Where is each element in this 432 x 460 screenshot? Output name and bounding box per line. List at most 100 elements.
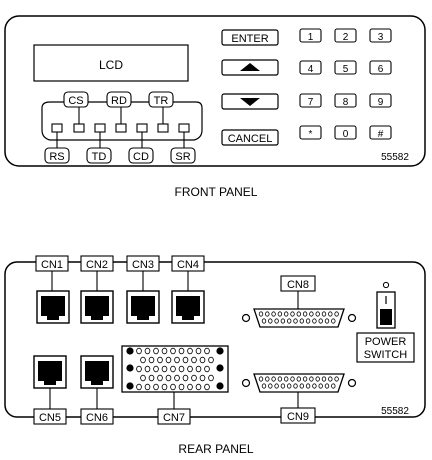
connector-pin xyxy=(296,311,301,317)
key-7[interactable]: 7 xyxy=(299,93,322,108)
connector-pin xyxy=(178,347,185,355)
connector-pin xyxy=(161,347,168,355)
connector-pin xyxy=(157,374,163,382)
led-row xyxy=(51,123,190,133)
indicator-housing xyxy=(41,101,203,141)
connector-pin xyxy=(261,318,267,324)
connector-pin xyxy=(284,376,289,382)
connector-pin xyxy=(268,318,273,324)
down-arrow-icon xyxy=(240,98,260,106)
connector-pin xyxy=(271,376,276,382)
connector-pin xyxy=(258,376,264,382)
led-cd xyxy=(136,123,148,133)
front-panel: LCD CS RD TR xyxy=(4,15,426,167)
indicator-sr-callout: SR xyxy=(170,132,196,164)
connector-pin xyxy=(161,365,168,373)
connector-pin xyxy=(182,356,189,364)
connector-pin xyxy=(315,376,320,382)
indicator-tr-label: TR xyxy=(154,95,169,107)
connector-pin xyxy=(178,365,185,373)
cancel-button[interactable]: CANCEL xyxy=(221,129,279,146)
indicator-cs-callout: CS xyxy=(63,91,89,124)
rear-part-number: 55582 xyxy=(381,406,409,417)
key-0[interactable]: 0 xyxy=(334,125,357,140)
dsub-connector-cn8 xyxy=(241,308,357,328)
connector-pin xyxy=(331,318,336,324)
connector-pin xyxy=(274,318,279,324)
enter-button[interactable]: ENTER xyxy=(221,29,279,46)
up-button[interactable] xyxy=(221,59,279,76)
connector-pin xyxy=(280,383,286,389)
connector-pin xyxy=(328,311,333,317)
rj-port-cn5 xyxy=(33,355,67,389)
key-9-label: 9 xyxy=(378,97,384,108)
key-6[interactable]: 6 xyxy=(369,60,392,75)
connector-pin xyxy=(174,356,180,364)
cn7-callout: CN7 xyxy=(157,392,191,425)
rj-port-cn1 xyxy=(36,290,70,324)
power-switch[interactable] xyxy=(376,281,396,329)
connector-pin xyxy=(290,376,295,382)
connector-pin xyxy=(305,383,311,389)
led-rd xyxy=(115,123,127,133)
connector-pin xyxy=(315,311,320,317)
connector-pin xyxy=(199,374,206,382)
front-panel-caption: FRONT PANEL xyxy=(175,185,258,199)
rear-panel: POWER SWITCH CN1 CN2 CN3 CN4 CN5 xyxy=(4,255,426,425)
cn4-callout: CN4 xyxy=(171,255,205,291)
connector-pin xyxy=(299,318,304,324)
connector-pin xyxy=(290,311,295,317)
connector-pin xyxy=(258,311,264,317)
indicator-rs-label: RS xyxy=(49,151,64,163)
rear-panel-outline xyxy=(4,261,426,418)
key-5[interactable]: 5 xyxy=(334,60,357,75)
key-hash[interactable]: # xyxy=(369,125,392,140)
lcd-display xyxy=(33,44,189,82)
connector-pin xyxy=(148,356,155,364)
cancel-button-label: CANCEL xyxy=(228,133,273,145)
connector-pin xyxy=(187,347,193,355)
cn1-label: CN1 xyxy=(41,259,63,271)
connector-pin xyxy=(321,311,327,317)
key-star[interactable]: * xyxy=(299,125,322,140)
key-4[interactable]: 4 xyxy=(299,60,322,75)
key-star-label: * xyxy=(309,129,313,140)
key-6-label: 6 xyxy=(378,64,384,75)
cn3-callout: CN3 xyxy=(126,255,160,291)
connector-pin xyxy=(208,374,214,382)
front-panel-outline xyxy=(4,15,426,167)
connector-pin xyxy=(182,374,189,382)
down-button[interactable] xyxy=(221,93,279,110)
connector-pin xyxy=(178,383,185,391)
key-2[interactable]: 2 xyxy=(334,28,357,43)
connector-pin xyxy=(284,311,289,317)
cn9-callout: CN9 xyxy=(280,392,316,424)
connector-pin xyxy=(309,311,314,317)
connector-pin xyxy=(195,365,202,373)
rj-port-cn6 xyxy=(80,355,114,389)
connector-pin xyxy=(312,383,317,389)
key-3[interactable]: 3 xyxy=(369,28,392,43)
key-1[interactable]: 1 xyxy=(299,28,322,43)
connector-pin xyxy=(204,347,210,355)
indicator-tr-callout: TR xyxy=(148,91,174,124)
key-9[interactable]: 9 xyxy=(369,93,392,108)
connector-pin xyxy=(204,383,210,391)
connector-pin xyxy=(277,376,283,382)
connector-pin xyxy=(334,311,339,317)
indicator-rs-callout: RS xyxy=(44,132,70,164)
rear-panel-caption: REAR PANEL xyxy=(178,442,253,456)
key-8[interactable]: 8 xyxy=(334,93,357,108)
connector-pin xyxy=(144,347,151,355)
keypad: 1 2 3 4 5 6 7 8 9 * 0 # xyxy=(299,28,392,140)
connector-pin xyxy=(271,311,276,317)
connector-pin xyxy=(324,383,330,389)
cn8-label: CN8 xyxy=(287,279,309,291)
key-0-label: 0 xyxy=(343,129,349,140)
indicator-td-label: TD xyxy=(92,151,107,163)
connector-pin xyxy=(174,374,180,382)
power-switch-label-box: POWER SWITCH xyxy=(356,332,415,363)
key-8-label: 8 xyxy=(343,97,349,108)
power-switch-rocker xyxy=(380,309,392,325)
